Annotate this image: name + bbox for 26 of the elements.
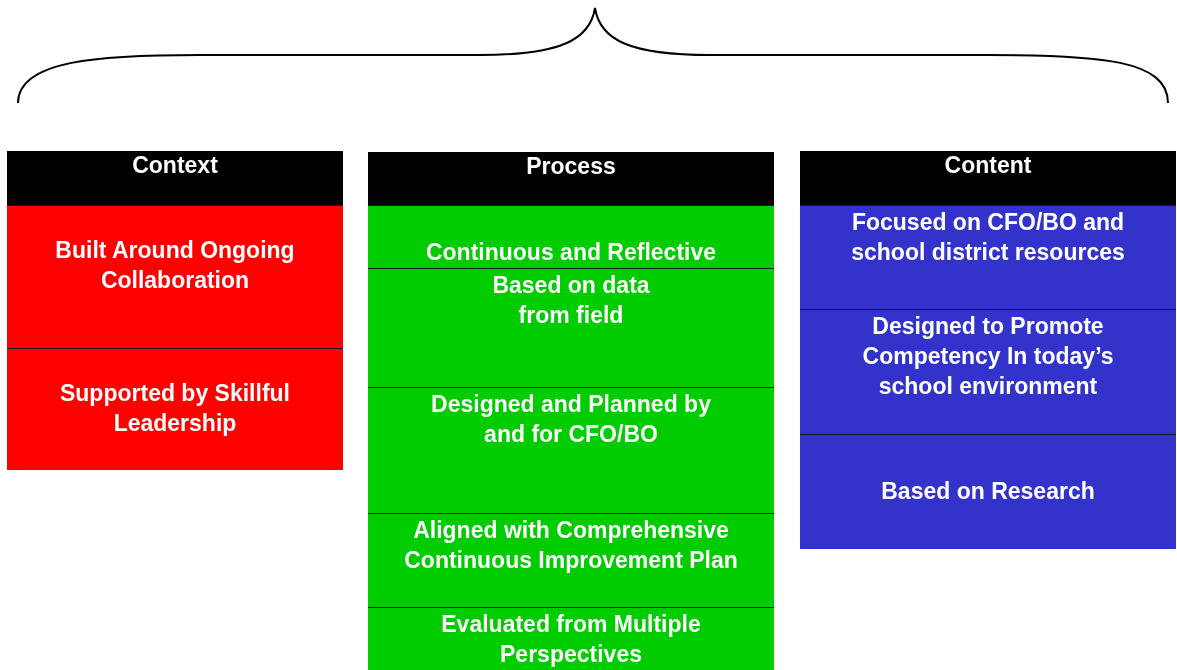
column-header <box>800 151 1176 205</box>
content-cell <box>800 205 1176 309</box>
cell-text: Designed to Promote Competency In today’s school environment <box>861 312 1115 401</box>
cell-text: Process <box>526 152 616 181</box>
column-header <box>7 151 343 205</box>
cell-text: Content <box>944 151 1032 180</box>
cell-text: Based on data from field <box>491 271 651 330</box>
process-cell <box>368 205 774 268</box>
process-cell <box>368 607 774 670</box>
content-cell <box>800 434 1176 549</box>
cell-text: Designed and Planned by and for CFO/BO <box>430 390 712 449</box>
cell-text: Evaluated from Multiple Perspectives <box>440 610 702 669</box>
cell-text: Based on Research <box>881 477 1095 507</box>
context-cell <box>7 348 343 470</box>
cell-text: Context <box>132 151 218 180</box>
context-cell <box>7 205 343 348</box>
cell-text: Built Around Ongoing Collaboration <box>54 236 296 295</box>
content-cell <box>800 309 1176 434</box>
process-cell <box>368 268 774 387</box>
column-header <box>368 152 774 205</box>
cell-text: Supported by Skillful Leadership <box>59 379 291 438</box>
cell-text: Aligned with Comprehensive Continuous Improvement Plan <box>403 516 739 575</box>
process-cell <box>368 513 774 607</box>
cell-text: Focused on CFO/BO and school district resources <box>850 208 1126 267</box>
process-cell <box>368 387 774 513</box>
cell-text: Continuous and Reflective <box>425 238 717 268</box>
